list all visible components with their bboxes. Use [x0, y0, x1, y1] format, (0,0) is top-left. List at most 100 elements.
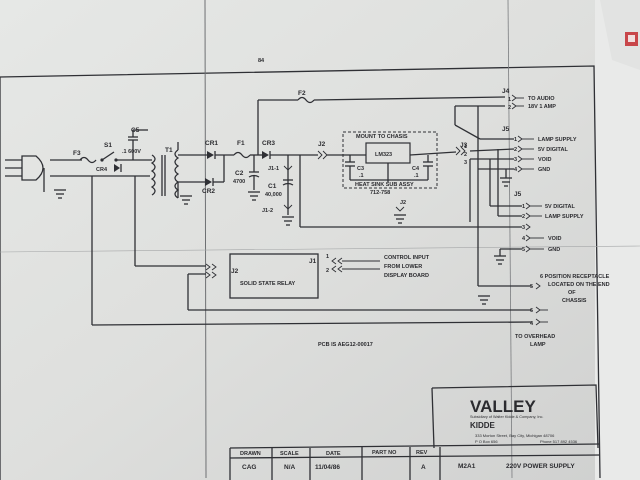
- fold-line-right: [507, 0, 513, 479]
- svg-text:4: 4: [514, 167, 518, 173]
- red-sticker-mark: [628, 35, 635, 42]
- label-J1-1: J1-1: [268, 166, 279, 172]
- label-receptacle-3: OF: [568, 290, 576, 296]
- label-relay-J1: J1: [309, 258, 317, 265]
- ground-symbol: [180, 195, 192, 205]
- company-pobox: P O Box 656: [475, 439, 498, 444]
- label-J2-top: J2: [318, 141, 326, 148]
- label-CR1: CR1: [205, 140, 218, 147]
- label-18v-1-amp: 18V 1 AMP: [528, 104, 556, 110]
- label-heat-sink: HEAT SINK SUB ASSY: [355, 182, 414, 188]
- label-CR4: CR4: [96, 167, 108, 173]
- label-control-input: CONTROL INPUT: [384, 255, 430, 261]
- company-phone: Phone 517 892 4536: [540, 439, 578, 444]
- label-J3: J3: [460, 142, 468, 149]
- svg-text:3: 3: [514, 157, 517, 163]
- svg-text:1: 1: [514, 137, 517, 143]
- adjacent-page-fold: [600, 0, 640, 70]
- svg-text:2: 2: [522, 214, 525, 220]
- label-heat-sink-pn: 712-758: [370, 190, 390, 196]
- fuse-F3: [79, 156, 97, 164]
- capacitor-C1: [282, 179, 294, 186]
- label-gnd: GND: [538, 167, 550, 173]
- header-rev: REV: [416, 450, 428, 456]
- svg-text:1: 1: [464, 144, 467, 150]
- label-C1: C1: [268, 183, 277, 190]
- label-display-board: DISPLAY BOARD: [384, 273, 429, 279]
- connector-J3: [455, 146, 466, 156]
- label-relay-J2: J2: [231, 268, 239, 275]
- power-plug: [5, 155, 45, 192]
- label-to-audio: TO AUDIO: [528, 96, 555, 102]
- header-scale: SCALE: [280, 451, 299, 457]
- svg-text:4: 4: [530, 321, 534, 327]
- transformer-T1: [150, 142, 180, 199]
- company-logo: VALLEY: [470, 397, 536, 416]
- connector-relay-J2: [205, 263, 217, 279]
- label-lamp-supply: LAMP SUPPLY: [538, 137, 577, 143]
- ground-symbol: [394, 214, 406, 224]
- label-LM323: LM323: [375, 152, 392, 158]
- svg-text:5: 5: [530, 284, 533, 290]
- pcb-note: PCB IS AEG12-00017: [318, 342, 373, 348]
- solid-state-relay: [229, 253, 319, 299]
- fold-line-horizontal: [0, 245, 640, 253]
- label-C2: C2: [235, 170, 244, 177]
- svg-text:2: 2: [326, 268, 329, 274]
- label-lamp-supply-2: LAMP SUPPLY: [545, 214, 584, 220]
- label-F1: F1: [237, 140, 245, 147]
- header-drawn: DRAWN: [240, 451, 261, 457]
- label-5v-digital-2: 5V DIGITAL: [545, 204, 575, 210]
- label-lamp: LAMP: [530, 342, 546, 348]
- label-receptacle-1: 6 POSITION RECEPTACLE: [540, 274, 610, 280]
- title-block: [229, 384, 601, 480]
- kidde-logo: KIDDE: [470, 421, 496, 430]
- label-to-overhead: TO OVERHEAD: [515, 334, 555, 340]
- header-part-no: PART NO: [372, 450, 397, 456]
- capacitor-C4: [423, 161, 433, 180]
- svg-text:1: 1: [508, 97, 511, 103]
- drawing-border: [0, 65, 601, 479]
- label-F3: F3: [73, 150, 81, 157]
- label-void-2: VOID: [548, 236, 561, 242]
- svg-text:1: 1: [522, 204, 525, 210]
- ground-symbol: [478, 295, 490, 305]
- ground-symbol: [282, 216, 294, 226]
- value-date: 11/04/86: [315, 464, 340, 471]
- label-receptacle-4: CHASSIS: [562, 298, 587, 304]
- label-J5-upper: J5: [502, 126, 510, 133]
- fuse-F1: [233, 151, 251, 159]
- drawing-title: 220V POWER SUPPLY: [506, 463, 575, 470]
- svg-text:3: 3: [522, 225, 525, 231]
- connector-relay-J1: [331, 257, 343, 273]
- value-scale: N/A: [284, 464, 296, 471]
- label-mount-to-chasis: MOUNT TO CHASIS: [356, 134, 408, 140]
- capacitor-C3: [345, 161, 355, 180]
- label-C3: C3: [357, 166, 364, 172]
- label-C1-value: 40,000: [265, 192, 282, 198]
- drawing-number: M2A1: [458, 463, 476, 470]
- label-C4-value: .1: [414, 173, 419, 179]
- label-CR2: CR2: [202, 188, 215, 195]
- diode-CR4: [114, 164, 122, 172]
- label-J4: J4: [502, 88, 510, 95]
- label-T1: T1: [165, 147, 173, 154]
- label-C5-value: .1 600V: [122, 149, 141, 155]
- value-drawn: CAG: [242, 464, 256, 471]
- label-from-lower: FROM LOWER: [384, 264, 422, 270]
- label-S1: S1: [104, 142, 112, 149]
- label-CR3: CR3: [262, 140, 275, 147]
- label-C4: C4: [412, 166, 420, 172]
- label-C2-value: 4700: [233, 179, 245, 185]
- capacitor-C5: [128, 129, 148, 160]
- label-J1-2: J1-2: [262, 208, 273, 214]
- label-gnd-2: GND: [548, 247, 560, 253]
- svg-text:1: 1: [326, 254, 329, 260]
- svg-text:3: 3: [464, 160, 467, 166]
- adjacent-page: [595, 0, 640, 480]
- label-void: VOID: [538, 157, 551, 163]
- capacitor-C2: [248, 155, 260, 190]
